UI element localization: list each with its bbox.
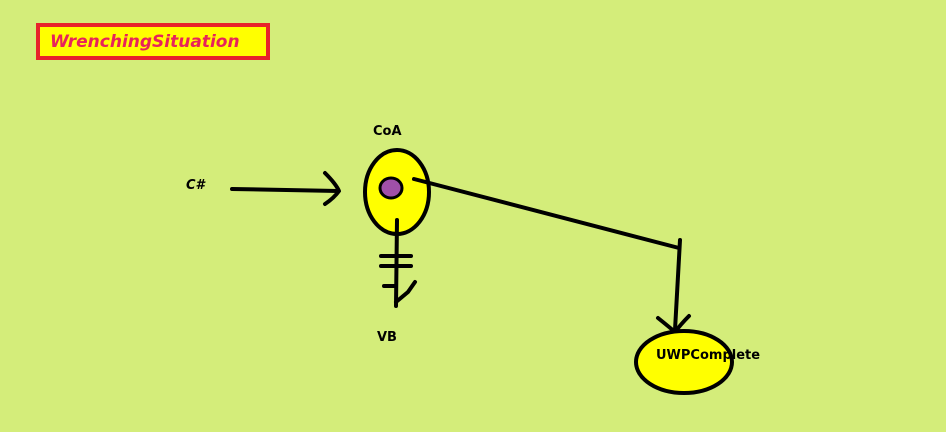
coa-label: CoA (373, 124, 402, 139)
title-box: WrenchingSituation (36, 23, 270, 60)
coa-to-uwp-arrow (412, 177, 691, 334)
csharp-to-coa-arrow (230, 171, 341, 206)
coa-nucleus (378, 176, 404, 200)
uwp-complete-node (634, 329, 734, 395)
diagram-title: WrenchingSituation (50, 31, 240, 52)
coa-to-vb-tail (379, 218, 417, 308)
uwp-complete-label: UWPComplete (656, 348, 761, 363)
csharp-label: C# (186, 178, 205, 193)
vb-label: VB (377, 330, 397, 345)
